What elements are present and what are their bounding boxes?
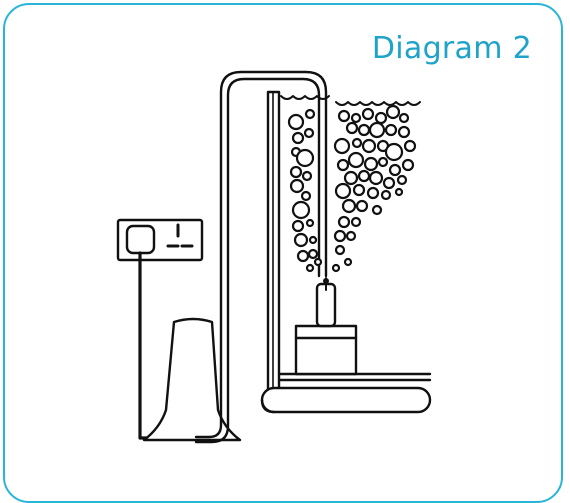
bubble-icon xyxy=(293,232,309,248)
bubble-icon xyxy=(371,204,383,216)
bubble-icon xyxy=(350,216,362,228)
bubble-icon xyxy=(401,158,415,172)
power-cable xyxy=(138,251,150,440)
bubble-icon xyxy=(384,123,398,137)
bubble-icon xyxy=(334,244,346,256)
bubble-icon xyxy=(403,139,417,153)
bubble-icon xyxy=(347,151,365,169)
air-tube-icon xyxy=(194,70,328,444)
bubble-icon xyxy=(374,111,388,125)
bubble-icon xyxy=(291,131,305,145)
bubble-icon xyxy=(334,182,352,200)
bubble-icon xyxy=(380,189,392,201)
bubble-icon xyxy=(361,107,375,121)
bubble-icon xyxy=(396,174,408,186)
bubble-icon xyxy=(366,186,380,200)
bubble-icon xyxy=(398,112,410,124)
bubble-icon xyxy=(304,108,316,120)
diagram-title: Diagram 2 xyxy=(371,31,532,66)
bubble-icon xyxy=(333,137,351,155)
aquarium-tank-icon xyxy=(260,90,432,414)
bubble-icon xyxy=(289,178,305,194)
diagram-canvas: Diagram 2 xyxy=(3,3,563,503)
wall-socket-icon xyxy=(116,218,204,262)
bubble-icon xyxy=(357,123,371,137)
bubble-icon xyxy=(350,112,362,124)
bubble-icon xyxy=(368,170,384,186)
bubble-icon xyxy=(368,121,386,139)
bubble-icon xyxy=(333,229,347,243)
bubble-icon xyxy=(388,163,402,177)
bubble-icon xyxy=(352,183,366,197)
bubble-icon xyxy=(343,257,353,267)
bubble-icon xyxy=(296,249,310,263)
bubble-icon xyxy=(313,257,323,267)
bubble-icon xyxy=(305,263,315,273)
bubble-icon xyxy=(343,170,359,186)
bubble-icon xyxy=(307,248,319,260)
bubble-icon xyxy=(384,142,404,162)
bubble-icon xyxy=(397,125,411,139)
bubble-icon xyxy=(394,187,404,197)
bubble-icon xyxy=(301,170,313,182)
bubble-icon xyxy=(300,190,312,202)
bubble-icon xyxy=(337,109,351,123)
bubble-icon xyxy=(355,199,369,213)
bubble-icon xyxy=(303,127,315,139)
bubble-icon xyxy=(385,104,401,120)
bubble-icon xyxy=(382,176,396,190)
bubble-icon xyxy=(305,218,315,228)
bubble-icon xyxy=(351,137,363,149)
bubble-icon xyxy=(341,198,357,214)
bubble-layer xyxy=(287,104,417,273)
air-stone-icon xyxy=(294,277,358,376)
bubble-icon xyxy=(331,263,341,273)
air-pump-icon xyxy=(142,317,242,442)
bubble-icon xyxy=(363,156,379,172)
bubble-icon xyxy=(361,138,377,154)
bubble-icon xyxy=(289,165,303,179)
bubble-icon xyxy=(295,148,315,168)
bubble-icon xyxy=(287,113,305,131)
bubble-icon xyxy=(357,169,371,183)
water-surface-icon xyxy=(280,95,421,106)
bubble-icon xyxy=(345,121,359,135)
bubble-icon xyxy=(308,235,318,245)
bubble-icon xyxy=(377,156,389,168)
bubble-icon xyxy=(336,158,350,172)
bubble-icon xyxy=(345,230,357,242)
bubble-icon xyxy=(291,200,311,220)
bubble-icon xyxy=(337,215,351,229)
bubble-icon xyxy=(291,219,305,233)
aquarium-illustration xyxy=(116,70,432,444)
